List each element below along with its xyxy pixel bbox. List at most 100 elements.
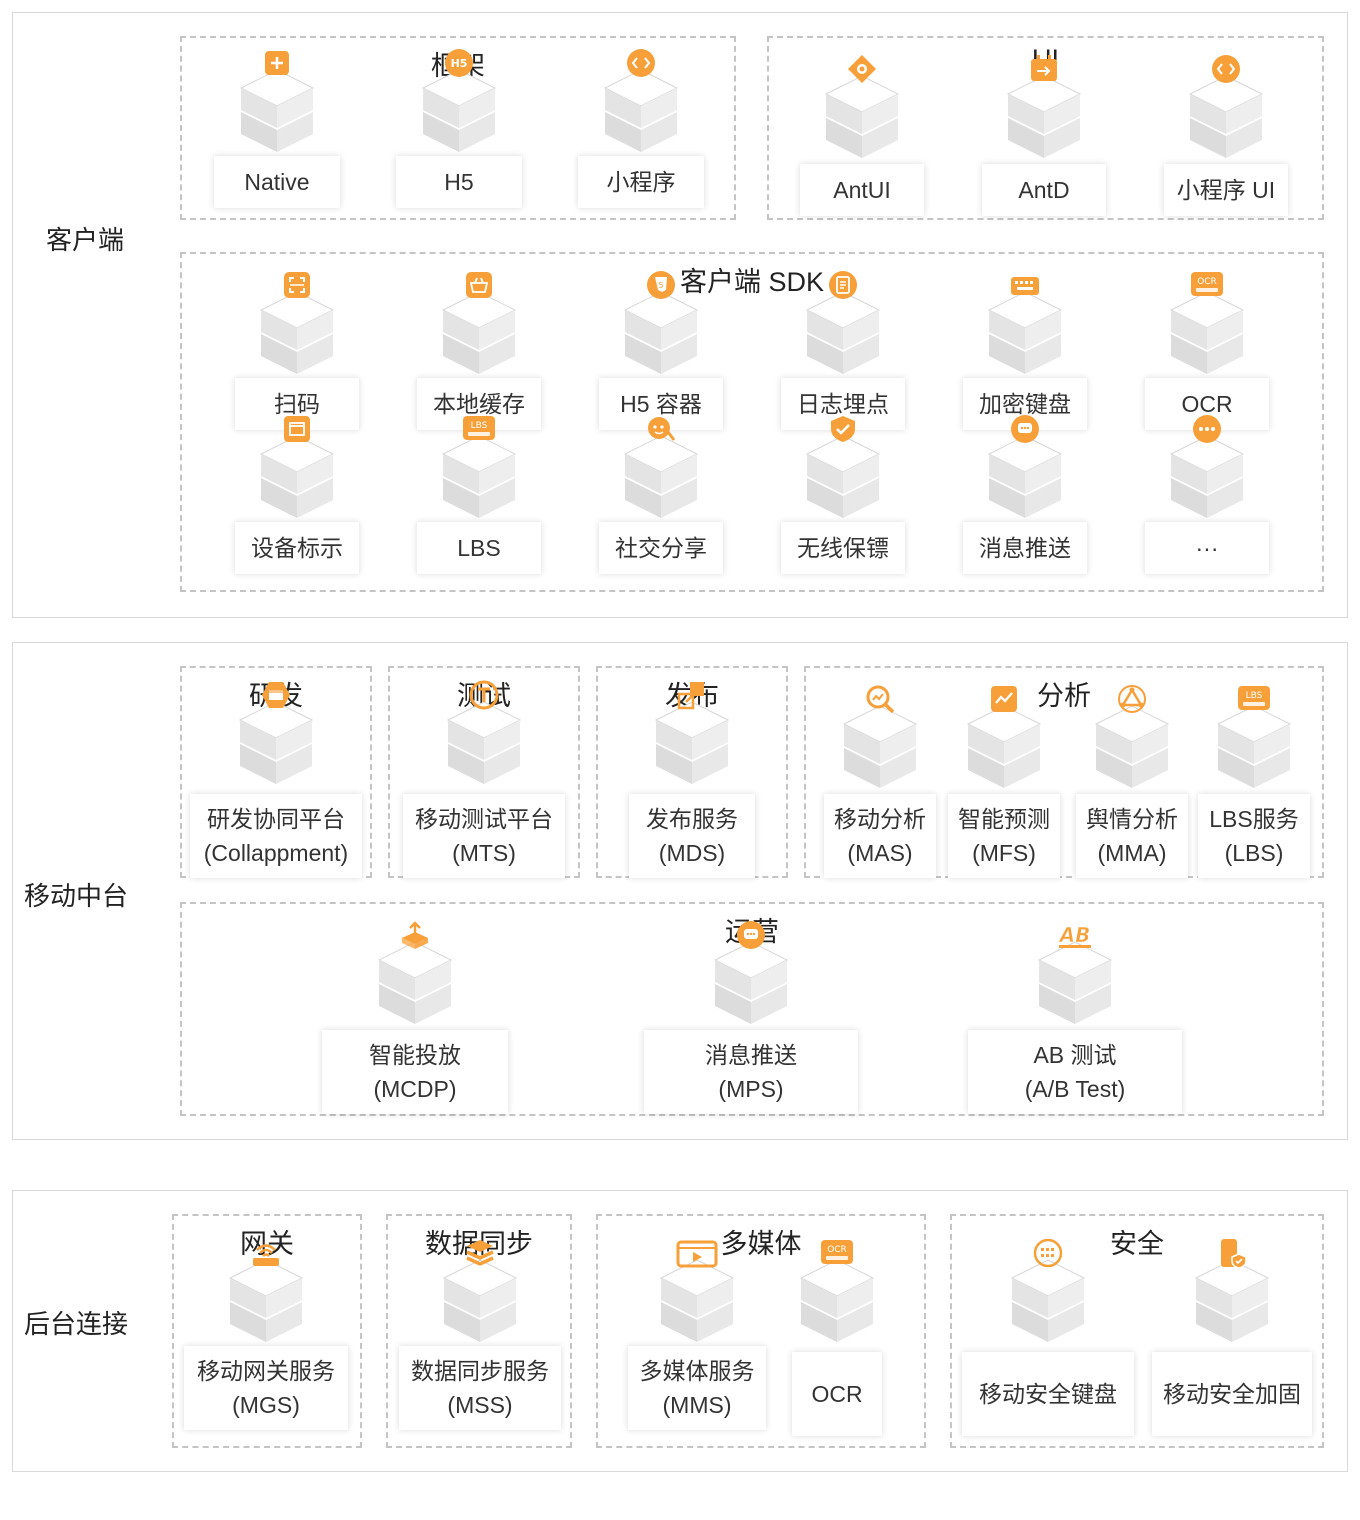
service-name: OCR <box>811 1381 863 1407</box>
cube-pedestal-icon <box>377 941 453 1024</box>
ocr-icon: OCR <box>820 1238 854 1273</box>
calendar-arrow-icon <box>1029 54 1059 89</box>
cube-pedestal-icon <box>239 69 315 152</box>
cube-pedestal-icon <box>1094 705 1170 788</box>
service-code: (MFS) <box>972 840 1036 866</box>
service-label: 小程序 <box>606 169 676 195</box>
magnifier-chart-icon <box>865 684 895 719</box>
service-name: 研发协同平台 <box>207 806 345 832</box>
mini-program-icon <box>626 48 656 83</box>
service-label-card: 加密键盘 <box>963 378 1087 430</box>
service-code: (A/B Test) <box>1024 1076 1126 1102</box>
cube-pedestal-icon <box>659 1259 735 1342</box>
device-window-icon <box>282 414 312 449</box>
cube-pedestal-icon <box>654 701 730 784</box>
service-name: 智能投放 <box>369 1042 461 1068</box>
cube-pedestal <box>805 284 881 374</box>
service-item: 移动分析(MAS) <box>824 684 936 878</box>
svg-text:LBS: LBS <box>1246 691 1263 701</box>
service-code: (MDS) <box>658 840 726 866</box>
service-item: ··· <box>1145 414 1269 574</box>
cube-pedestal <box>1194 1252 1270 1342</box>
publish-icon <box>677 680 707 715</box>
service-code: (MSS) <box>447 1392 513 1418</box>
cube-pedestal-icon <box>842 705 918 788</box>
service-label: 社交分享 <box>615 535 707 561</box>
cube-pedestal-icon <box>1010 1259 1086 1342</box>
cube-pedestal <box>1094 698 1170 788</box>
service-item: 本地缓存 <box>417 270 541 430</box>
service-label: AntD <box>1018 177 1070 203</box>
service-label: 日志埋点 <box>797 391 889 417</box>
svg-text:OCR: OCR <box>1197 277 1217 287</box>
cube-pedestal <box>966 698 1042 788</box>
test-t-icon <box>469 680 499 715</box>
security-title: 安全 <box>1110 1229 1164 1259</box>
basket-icon <box>464 270 494 305</box>
cube-pedestal-icon <box>1188 75 1264 158</box>
more-dots-icon <box>1192 414 1222 449</box>
router-icon <box>251 1238 281 1273</box>
service-item: 智能投放(MCDP) <box>322 920 508 1114</box>
cube-pedestal-icon <box>259 291 335 374</box>
service-label-card: 研发协同平台(Collappment) <box>190 794 362 878</box>
cube-pedestal <box>1188 68 1264 158</box>
service-label-card: OCR <box>792 1352 882 1436</box>
social-share-icon <box>646 414 676 449</box>
cube-pedestal <box>603 62 679 152</box>
service-name: 移动安全键盘 <box>979 1381 1117 1407</box>
service-item: H5 H5 <box>396 48 522 208</box>
service-item: OCR OCR <box>1145 270 1269 430</box>
service-name: 消息推送 <box>705 1042 797 1068</box>
service-item: 移动安全加固 <box>1152 1238 1312 1436</box>
chat-bubble-icon <box>736 920 766 955</box>
cube-pedestal-icon <box>238 701 314 784</box>
service-name: 移动安全加固 <box>1163 1381 1301 1407</box>
analysis-title: 分析 <box>1037 681 1091 711</box>
service-label-card: ··· <box>1145 522 1269 574</box>
lbs-icon: LBS <box>1237 684 1271 719</box>
ab-test-icon: AB <box>1055 920 1095 955</box>
middle-layer-label: 移动中台 <box>24 881 129 911</box>
cube-pedestal-icon <box>441 291 517 374</box>
service-item: 小程序 UI <box>1164 54 1288 216</box>
cube-pedestal <box>623 284 699 374</box>
cube-pedestal <box>259 428 335 518</box>
cube-pedestal-icon <box>259 435 335 518</box>
service-label: 消息推送 <box>979 535 1071 561</box>
service-label: 设备标示 <box>251 535 343 561</box>
service-label: LBS <box>457 535 501 561</box>
service-label: OCR <box>1181 391 1233 417</box>
client-layer-label: 客户端 <box>46 225 125 255</box>
service-item: 5 H5 容器 <box>599 270 723 430</box>
service-item: 数据同步服务(MSS) <box>399 1238 561 1430</box>
service-item: AntD <box>982 54 1106 216</box>
service-label: 扫码 <box>274 391 320 417</box>
cube-pedestal <box>654 694 730 784</box>
service-label-card: LBS <box>417 522 541 574</box>
service-code: (MGS) <box>232 1392 300 1418</box>
service-item: 移动测试平台(MTS) <box>403 680 565 878</box>
cube-pedestal <box>239 62 315 152</box>
cube-pedestal <box>442 1252 518 1342</box>
cube-pedestal-icon <box>421 69 497 152</box>
svg-text:LBS: LBS <box>471 421 488 431</box>
service-label-card: 本地缓存 <box>417 378 541 430</box>
service-label-card: 社交分享 <box>599 522 723 574</box>
service-label: 无线保镖 <box>797 535 889 561</box>
service-name: 移动测试平台 <box>415 806 553 832</box>
shield-check-icon <box>828 414 858 449</box>
cube-pedestal <box>1010 1252 1086 1342</box>
keyboard-icon <box>1010 270 1040 305</box>
scan-icon <box>282 270 312 305</box>
cube-pedestal <box>713 934 789 1024</box>
service-item: 社交分享 <box>599 414 723 574</box>
client-sdk-group: 客户端 SDK <box>180 252 1324 592</box>
service-label-card: 移动分析(MAS) <box>824 794 936 878</box>
service-item: 研发协同平台(Collappment) <box>190 680 362 878</box>
service-label: H5 容器 <box>620 391 702 417</box>
service-code: (MAS) <box>847 840 913 866</box>
service-item: 移动安全键盘 <box>962 1238 1134 1436</box>
service-item: LBS LBS <box>417 414 541 574</box>
cube-pedestal <box>377 934 453 1024</box>
